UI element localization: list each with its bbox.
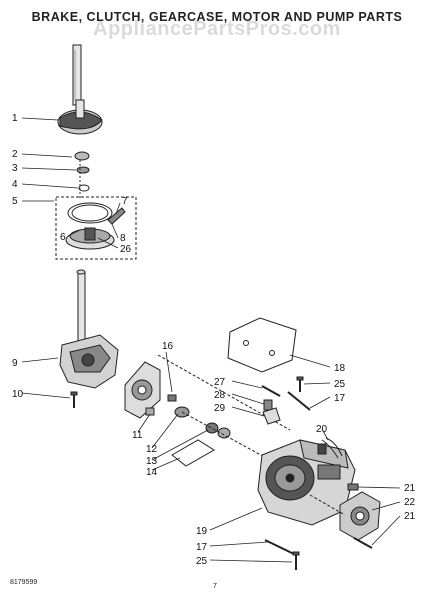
callout-number: 17 [334,393,346,404]
callout-labels: 1234567826910161112131418272829251720212… [12,113,416,567]
brake-housing-part [57,99,103,135]
callout-number: 28 [214,390,226,401]
gearcase-part [59,334,119,389]
callout-number: 1 [12,113,18,124]
callout-number: 7 [122,196,128,207]
brake-assembly-box [55,196,137,260]
brake-spring-part [67,202,113,224]
callout-number: 10 [12,389,24,400]
page-title: BRAKE, CLUTCH, GEARCASE, MOTOR AND PUMP … [31,10,403,24]
brake-drum-part [65,227,115,250]
clamp-part-29 [262,407,281,425]
callout-number: 12 [146,444,158,455]
rod-part-17-top [287,391,311,411]
callout-number: 17 [196,542,208,553]
watermark: AppliancePartsPros.com [93,18,341,40]
callout-number: 3 [12,163,18,174]
callout-number: 5 [12,196,18,207]
screw-part-25-top [296,376,304,392]
shield-plate-part-18 [227,317,297,373]
callout-number: 18 [334,363,346,374]
callout-number: 21 [404,511,416,522]
callout-number: 27 [214,377,226,388]
callout-number: 9 [12,358,18,369]
washer-part-2 [74,151,90,161]
callout-number: 16 [162,341,174,352]
clip-part-11 [145,407,155,416]
callout-number: 20 [316,424,328,435]
callout-number: 4 [12,179,18,190]
mounting-bracket-part [124,361,161,419]
shield-part-14 [171,439,215,467]
washer-part-3 [76,166,90,174]
wiring-part-20 [317,437,343,459]
callout-number: 14 [146,467,158,478]
clip-part-21-bottom [353,537,373,549]
callout-number: 2 [12,149,18,160]
spacer-part-28 [263,399,273,411]
brake-cam-part [107,207,126,225]
callout-number: 6 [60,232,66,243]
screw-part-10 [70,391,78,408]
callout-number: 22 [404,497,416,508]
callout-number: 25 [196,556,208,567]
callout-number: 21 [404,483,416,494]
callout-number: 19 [196,526,208,537]
upper-shaft-part [72,44,82,106]
motor-part [257,439,356,526]
bolt-part-16 [167,394,177,402]
page-number: 7 [213,583,217,590]
callout-number: 26 [120,244,132,255]
lower-shaft-part [76,269,86,343]
callout-number: 25 [334,379,346,390]
pump-part-22 [339,491,381,541]
callout-number: 8 [120,233,126,244]
callout-number: 29 [214,403,226,414]
clip-part-21-top [347,483,359,491]
document-number: 8179599 [10,579,38,586]
ring-part-4 [78,184,90,192]
callout-number: 11 [132,430,143,441]
rod-part-17-bottom [264,539,297,556]
screw-part-25-bottom [292,551,300,570]
callout-number: 13 [146,456,158,467]
bolt-part-27 [261,385,281,397]
